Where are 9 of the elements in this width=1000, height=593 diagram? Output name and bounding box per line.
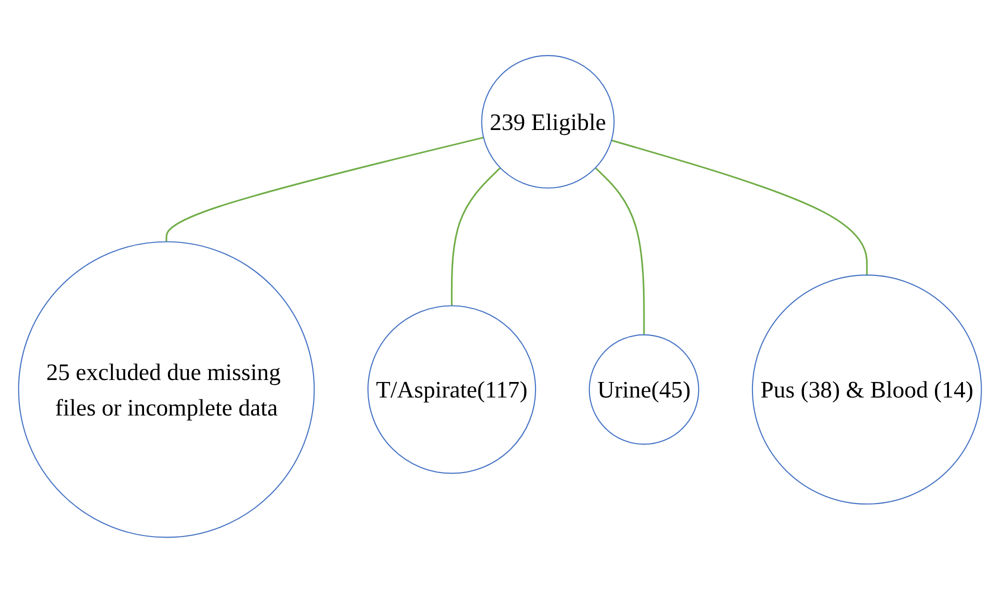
connector — [166, 136, 484, 242]
node-circle: 25 excluded due missing files or incomplete data — [18, 241, 315, 538]
node-circle: T/Aspirate(117) — [367, 305, 536, 474]
connector — [594, 167, 645, 335]
connector — [450, 167, 501, 306]
node-circle: 239 Eligible — [481, 55, 615, 189]
node-circle: Pus (38) & Blood (14) — [752, 274, 982, 505]
node-circle: Urine(45) — [588, 334, 700, 445]
connector — [611, 140, 868, 276]
